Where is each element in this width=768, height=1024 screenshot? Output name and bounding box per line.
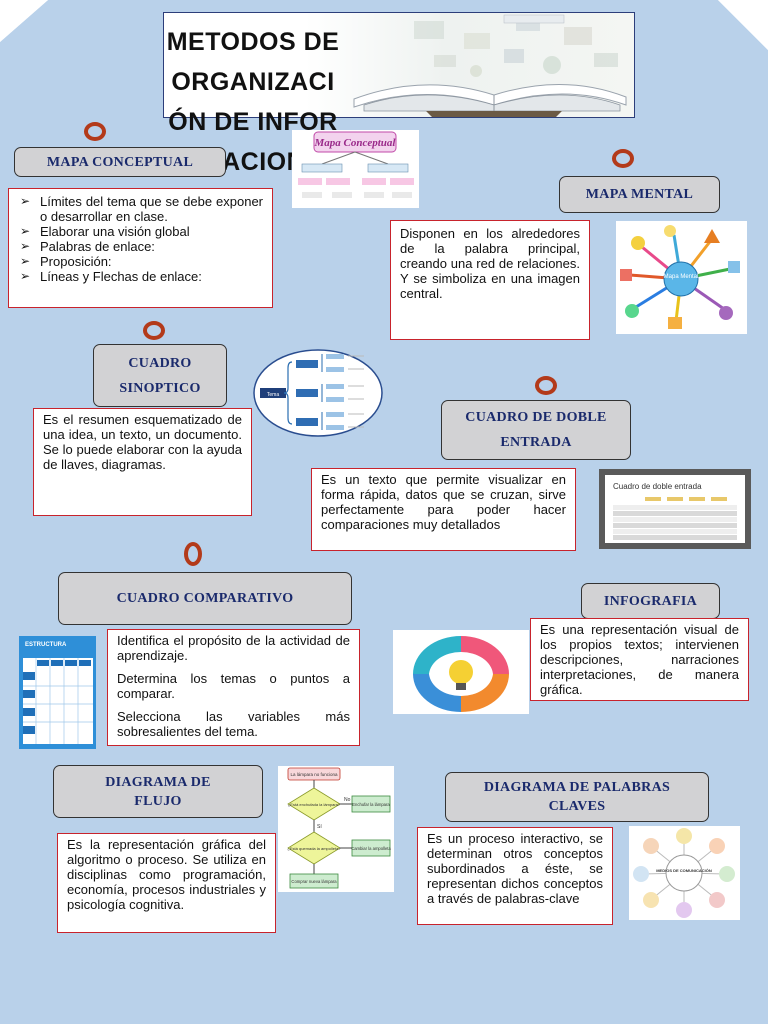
list-item: Palabras de enlace: <box>20 239 263 254</box>
mapa-conceptual-logo: Mapa Conceptual <box>314 137 397 149</box>
flujo-node: Cambiar la ampolleta <box>351 846 391 851</box>
mapa-mental-heading: MAPA MENTAL <box>559 176 720 213</box>
infografia-heading: INFOGRAFIA <box>581 583 720 619</box>
mapa-conceptual-box: Límites del tema que se debe exponer o d… <box>8 188 273 308</box>
list-item: Elaborar una visión global <box>20 224 263 239</box>
flujo-node: La lámpara no funciona <box>290 772 338 777</box>
comparativo-paragraph: Selecciona las variables más sobresalien… <box>117 709 350 739</box>
cuadro-sinoptico-image: Tema <box>252 348 384 438</box>
mapa-mental-box: Disponen en los alrededores de la palabr… <box>390 220 590 340</box>
flujo-no-label: No <box>344 797 351 803</box>
flujo-node: ¿Está enchufada la lámpara? <box>288 802 341 807</box>
ring-decoration <box>535 376 557 395</box>
flujo-node: Enchufar la lámpara <box>352 802 390 807</box>
flujo-node: Comprar nueva lámpara <box>291 879 337 884</box>
cuadro-doble-entrada-image: Cuadro de doble entrada <box>599 469 751 549</box>
infografia-box: Es una representación visual de los prop… <box>530 618 749 701</box>
cuadro-sinoptico-box: Es el resumen esquematizado de una idea,… <box>33 408 252 516</box>
diagrama-palabras-claves-heading: DIAGRAMA DE PALABRAS CLAVES <box>445 772 709 822</box>
comparativo-label: ESTRUCTURA <box>25 642 67 648</box>
mapa-conceptual-heading: MAPA CONCEPTUAL <box>14 147 226 177</box>
cuadro-comparativo-box: Identifica el propósito de la actividad … <box>107 629 360 746</box>
palabras-center-label: MEDIOS DE COMUNICACIÓN <box>656 868 712 873</box>
cuadro-doble-entrada-image-title: Cuadro de doble entrada <box>613 482 702 491</box>
title-banner <box>163 12 635 118</box>
diagrama-flujo-box: Es la representación gráfica del algorit… <box>57 833 276 933</box>
flujo-yes-label: Sí <box>317 824 322 830</box>
list-item: Límites del tema que se debe exponer o d… <box>20 194 263 224</box>
diagrama-flujo-image: La lámpara no funciona ¿Está enchufada l… <box>278 766 394 892</box>
mapa-mental-image: Mapa Mental <box>616 221 747 334</box>
infografia-image <box>393 630 529 714</box>
mapa-mental-center-label: Mapa Mental <box>664 274 699 280</box>
cuadro-doble-entrada-box: Es un texto que permite visualizar en fo… <box>311 468 576 551</box>
cuadro-sinoptico-heading: CUADRO SINOPTICO <box>93 344 227 407</box>
sinoptico-label: Tema <box>267 392 279 398</box>
book-illustration <box>353 14 627 117</box>
ring-decoration <box>84 122 106 141</box>
diagrama-palabras-claves-box: Es un proceso interactivo, se determinan… <box>417 827 613 925</box>
cuadro-doble-entrada-heading: CUADRO DE DOBLE ENTRADA <box>441 400 631 460</box>
ring-decoration <box>612 149 634 168</box>
diagrama-flujo-heading: DIAGRAMA DE FLUJO <box>53 765 263 818</box>
mapa-conceptual-list: Límites del tema que se debe exponer o d… <box>18 194 263 284</box>
cuadro-comparativo-heading: CUADRO COMPARATIVO <box>58 572 352 625</box>
mapa-conceptual-image: Mapa Conceptual <box>292 130 419 208</box>
list-item: Proposición: <box>20 254 263 269</box>
comparativo-paragraph: Identifica el propósito de la actividad … <box>117 633 350 663</box>
flujo-node: ¿Está quemada la ampolleta? <box>287 846 341 851</box>
ring-decoration <box>184 542 202 566</box>
ring-decoration <box>143 321 165 340</box>
comparativo-paragraph: Determina los temas o puntos a comparar. <box>117 671 350 701</box>
cuadro-comparativo-image: ESTRUCTURA <box>19 636 96 749</box>
diagrama-palabras-claves-image: MEDIOS DE COMUNICACIÓN <box>629 826 740 920</box>
list-item: Líneas y Flechas de enlace: <box>20 269 263 284</box>
